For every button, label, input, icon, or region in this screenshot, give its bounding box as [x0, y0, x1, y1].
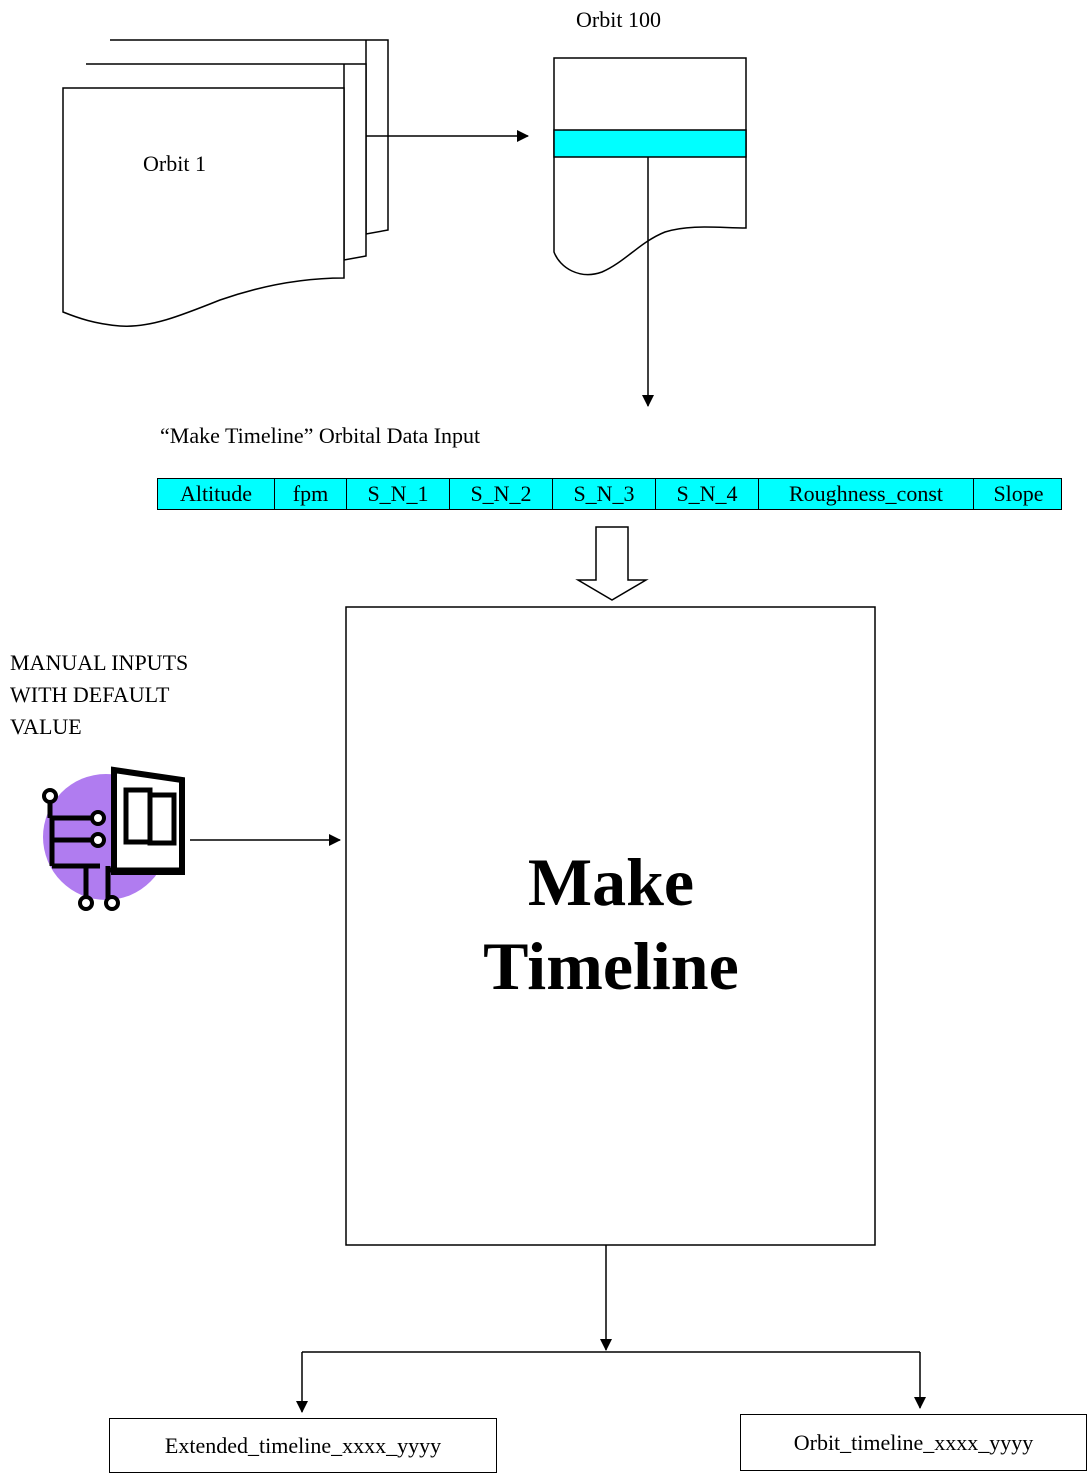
field-s-n-2: S_N_2	[450, 479, 553, 509]
process-title: Make Timeline	[346, 840, 876, 1008]
orbit-100-highlighted-record	[553, 129, 747, 158]
process-title-line-1: Make	[527, 844, 695, 920]
orbit-100-label: Orbit 100	[576, 7, 661, 32]
document-sheet-front	[62, 87, 345, 327]
output-connector	[296, 1245, 926, 1413]
field-slope: Slope	[993, 481, 1044, 506]
orbit-100-document	[553, 57, 747, 276]
field-roughness-const: Roughness_const	[759, 479, 974, 509]
orbital-input-fields: Altitude fpm S_N_1 S_N_2 S_N_3 S_N_4 Rou…	[157, 478, 1062, 510]
input-block-arrow	[575, 526, 649, 601]
orbit-timeline-output: Orbit_timeline_xxxx_yyyy	[740, 1414, 1087, 1471]
extended-timeline-output: Extended_timeline_xxxx_yyyy	[109, 1418, 497, 1473]
orbit-1-label: Orbit 1	[143, 151, 206, 176]
manual-inputs-line-3: VALUE	[10, 714, 82, 739]
orbit-100-sheet	[553, 57, 747, 276]
manual-inputs-line-2: WITH DEFAULT	[10, 682, 170, 707]
orbit-document-stack	[62, 39, 389, 327]
orbital-input-title: “Make Timeline” Orbital Data Input	[160, 423, 481, 448]
field-s-n-1: S_N_1	[347, 479, 450, 509]
computer-user-icon	[42, 766, 185, 911]
field-altitude: Altitude	[158, 479, 275, 509]
manual-inputs-line-1: MANUAL INPUTS	[10, 650, 189, 675]
field-s-n-4: S_N_4	[656, 479, 759, 509]
manual-inputs-label: MANUAL INPUTS WITH DEFAULT VALUE	[10, 647, 250, 743]
process-title-line-2: Timeline	[483, 928, 739, 1004]
field-fpm: fpm	[275, 479, 347, 509]
field-s-n-3: S_N_3	[553, 479, 656, 509]
process-box	[345, 606, 876, 1246]
